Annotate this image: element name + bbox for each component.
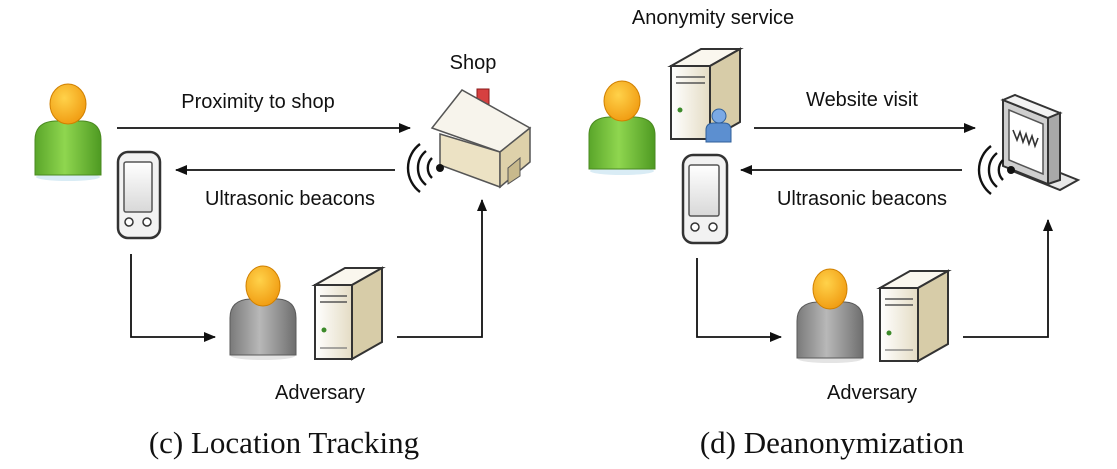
adversary-icon	[229, 265, 297, 360]
shop-label: Shop	[450, 52, 497, 74]
smartphone-icon	[116, 150, 162, 240]
beacons-label: Ultrasonic beacons	[777, 188, 947, 210]
caption-c: (c) Location Tracking	[149, 425, 419, 460]
server-icon	[311, 266, 386, 361]
proximity-label: Proximity to shop	[181, 91, 334, 113]
arrow-server-to-monitor	[963, 219, 1053, 338]
arrow-server-to-shop	[397, 199, 487, 338]
speaker-waves-icon	[977, 145, 1015, 195]
adversary-label: Adversary	[827, 382, 917, 404]
arrow-phone-to-adversary	[130, 254, 216, 342]
beacons-label: Ultrasonic beacons	[205, 188, 375, 210]
shop-house-icon	[430, 88, 532, 189]
anonymity-service-label: Anonymity service	[632, 7, 794, 29]
caption-d: (d) Deanonymization	[700, 425, 965, 460]
anonymous-user-badge-icon	[705, 108, 732, 143]
adversary-label: Adversary	[275, 382, 365, 404]
adversary-icon	[796, 268, 864, 363]
server-icon	[876, 269, 952, 363]
smartphone-icon	[681, 153, 729, 245]
arrow-phone-to-adversary	[696, 258, 782, 342]
speaker-waves-icon	[406, 143, 444, 193]
website-visit-label: Website visit	[806, 89, 918, 111]
user-icon	[588, 80, 656, 175]
monitor-icon	[1000, 93, 1081, 192]
user-icon	[34, 83, 102, 181]
